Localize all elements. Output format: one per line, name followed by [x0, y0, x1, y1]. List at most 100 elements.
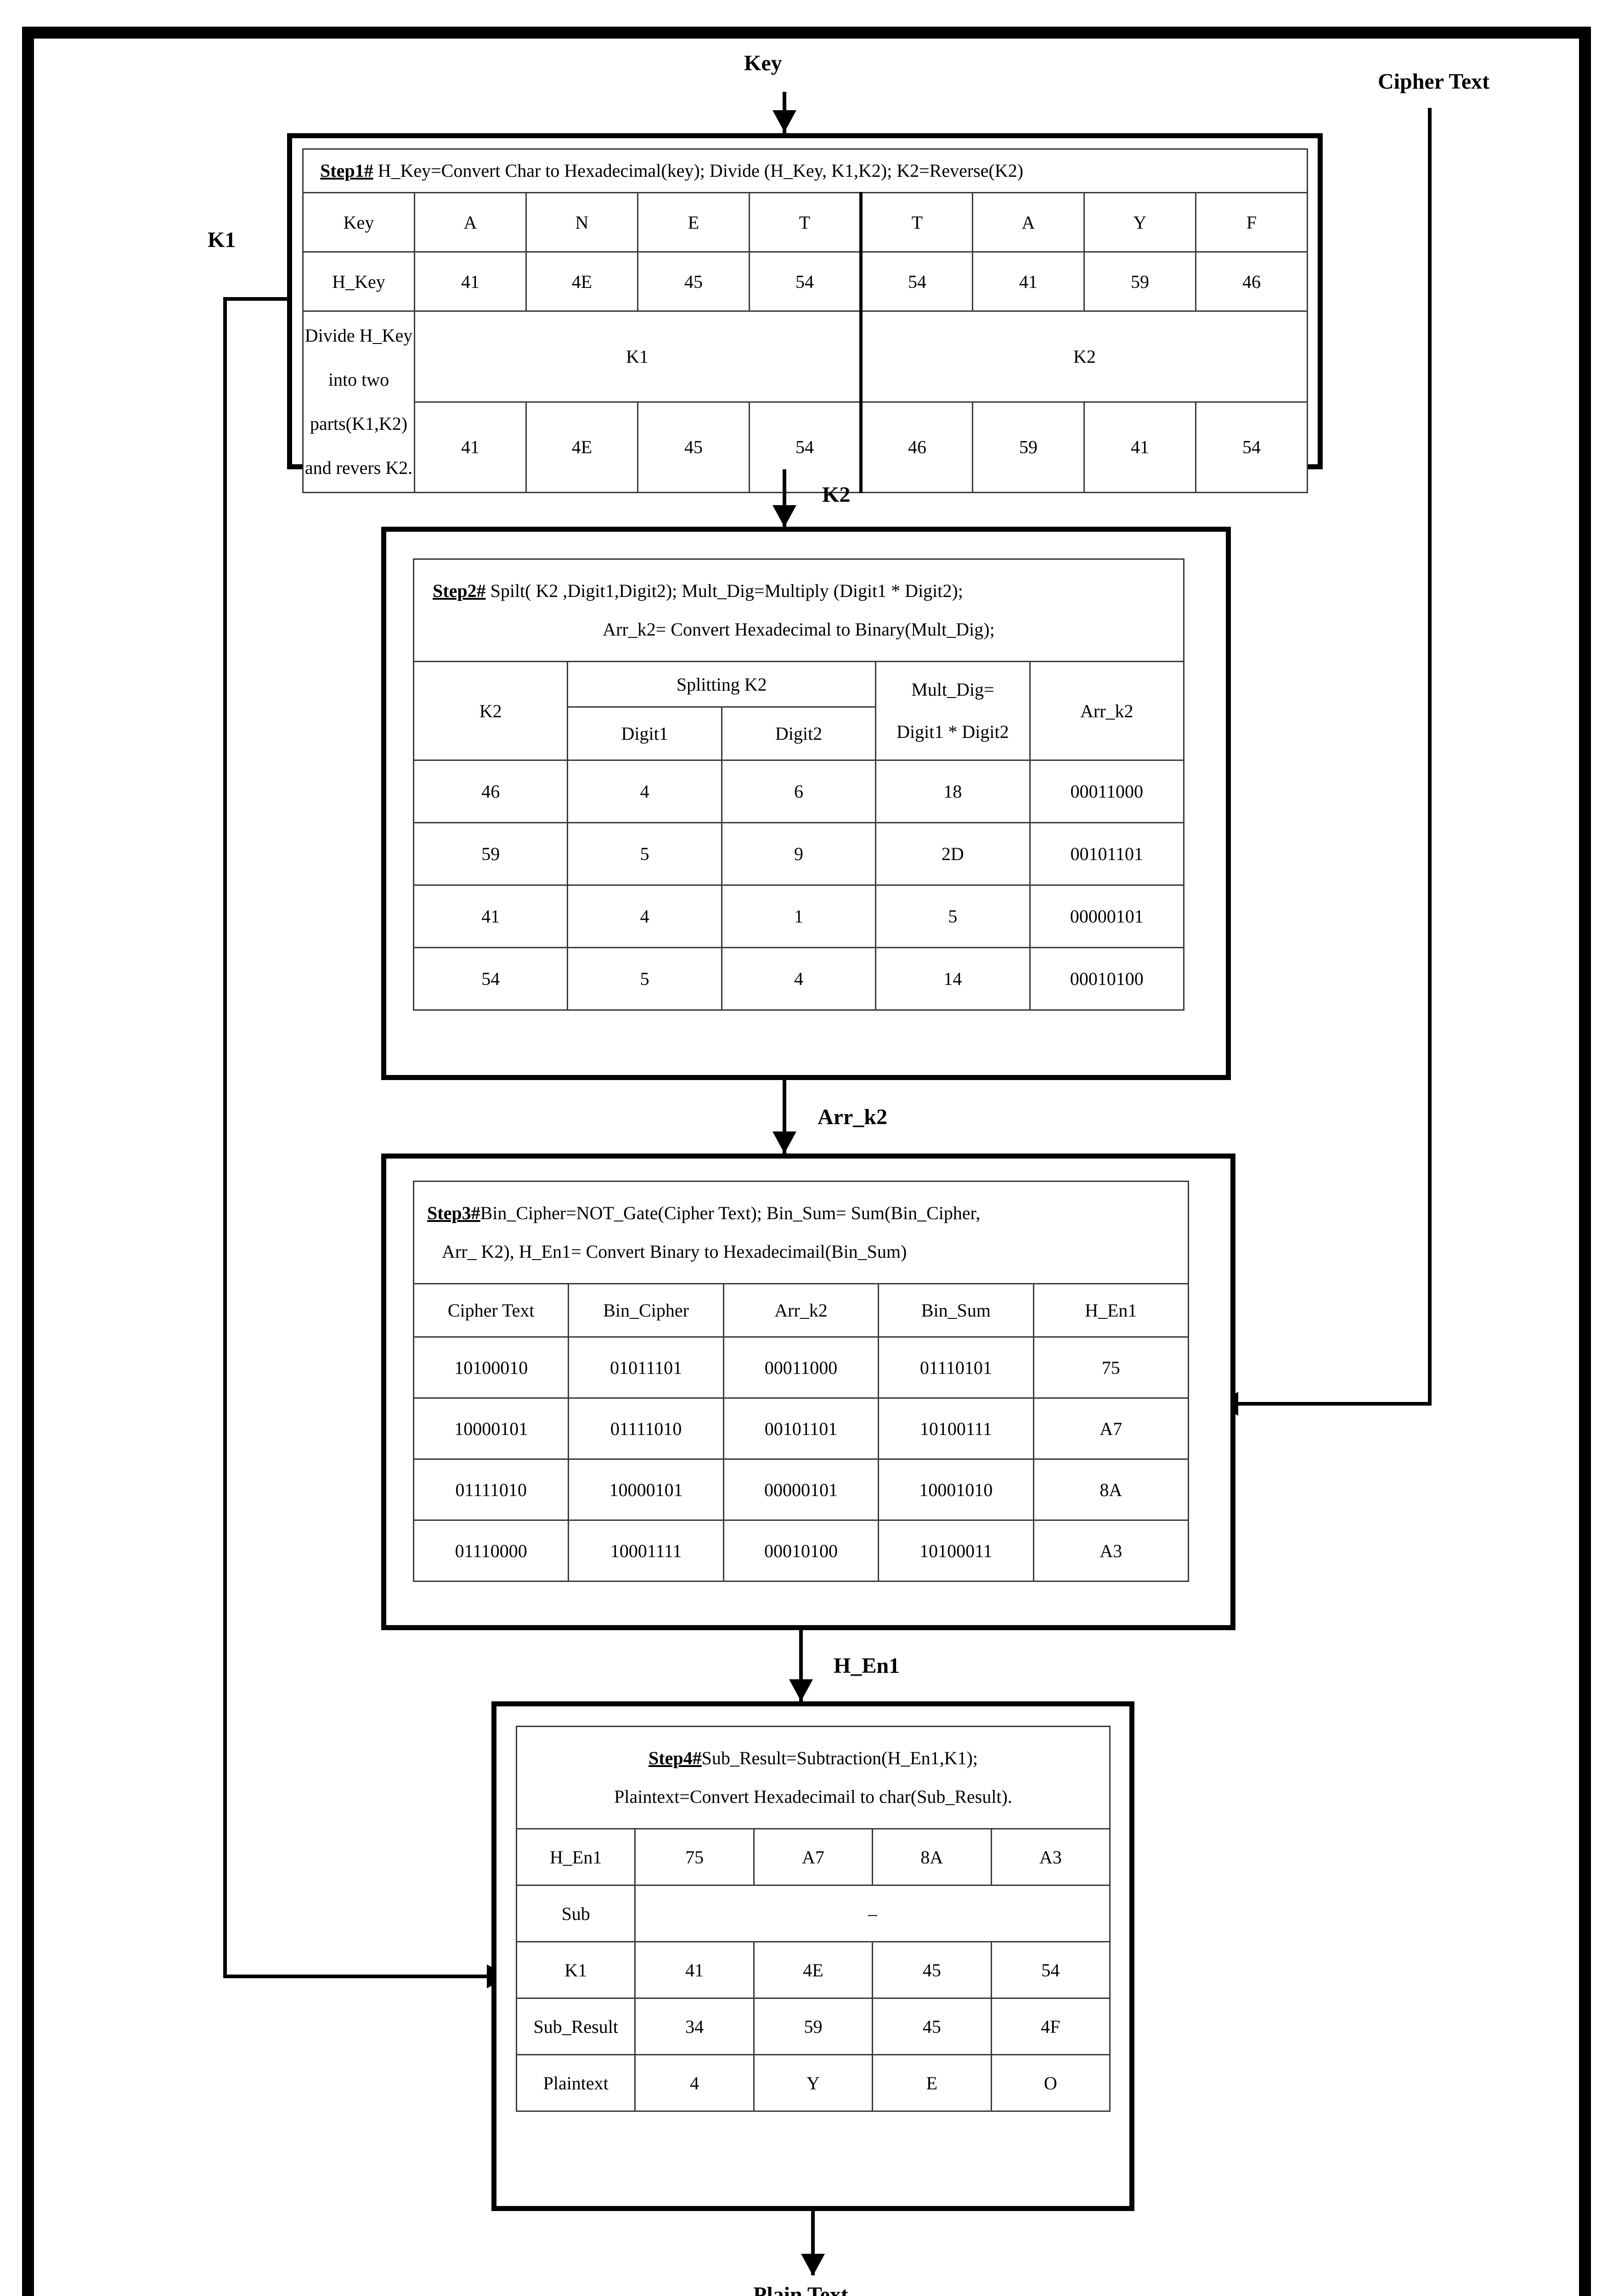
step2-header-line1: Step2# Spilt( K2 ,Digit1,Digit2); Mult_D… — [423, 572, 1174, 610]
step2-cell-digit2: 1 — [721, 884, 877, 948]
step4-cell-subresult: 59 — [753, 1998, 874, 2055]
step1-hkey-cell: 4E — [525, 251, 638, 312]
step2-header-text1: Spilt( K2 ,Digit1,Digit2); Mult_Dig=Mult… — [485, 580, 963, 601]
step2-col-splitting: Splitting K2 — [567, 661, 877, 708]
step3-cell: 00101101 — [722, 1397, 880, 1460]
step3-cell: 75 — [1032, 1336, 1190, 1399]
cipher-connector-line-vertical — [1428, 108, 1432, 1406]
key-arrow-head — [773, 110, 796, 132]
step1-hkey-row: H_Key 41 4E 45 54 54 41 59 46 — [302, 251, 1308, 312]
step4-cell-subresult: 4F — [990, 1998, 1111, 2055]
step2-header-row: Step2# Spilt( K2 ,Digit1,Digit2); Mult_D… — [413, 558, 1184, 662]
step2-col-digit1: Digit1 — [567, 706, 722, 761]
step1-hkey-cell: 41 — [972, 251, 1085, 312]
step3-cell: 01011101 — [568, 1336, 724, 1399]
step3-cell: 10100010 — [412, 1336, 570, 1399]
step4-cell-subresult: 45 — [872, 1998, 992, 2055]
step1-split-cell: 46 — [860, 401, 973, 493]
step1-key-cell: T — [860, 192, 973, 253]
step1-key-cell: Y — [1083, 192, 1196, 253]
step3-cell: 00011000 — [722, 1336, 880, 1399]
step3-cell: 01111010 — [412, 1458, 570, 1521]
step3-header-text1: Bin_Cipher=NOT_Gate(Cipher Text); Bin_Su… — [480, 1203, 981, 1223]
table-row: 46 4 6 18 00011000 — [412, 760, 1185, 823]
step4-cell-k1: 45 — [872, 1941, 992, 1999]
step4-header-text1: Sub_Result=Subtraction(H_En1,K1); — [701, 1748, 978, 1768]
step3-cell: 10000101 — [568, 1458, 724, 1521]
step2-cell-arr: 00010100 — [1029, 947, 1185, 1011]
step4-cell-subresult: 34 — [634, 1998, 755, 2055]
step4-row-label-plaintext: Plaintext — [515, 2054, 636, 2112]
k1-line-from-step1 — [223, 297, 287, 301]
step2-colhdr-row-2: Digit1 Digit2 — [414, 706, 1184, 761]
step2-colhdr-row-1: K2 Splitting K2 Mult_Dig= Digit1 * Digit… — [412, 661, 1185, 761]
step4-sub-row: Sub – — [515, 1885, 1111, 1942]
step4-header-line1: Step4#Sub_Result=Subtraction(H_En1,K1); — [524, 1739, 1103, 1778]
step3-cell: 00000101 — [722, 1458, 880, 1521]
step3-col-arrk2: Arr_k2 — [722, 1283, 880, 1338]
table-row: 59 5 9 2D 00101101 — [412, 822, 1185, 886]
plaintext-arrow-head — [801, 2254, 825, 2276]
step1-hkey-label: H_Key — [302, 251, 415, 312]
step4-table: Step4#Sub_Result=Subtraction(H_En1,K1); … — [515, 1726, 1111, 2112]
step1-key-label: Key — [302, 192, 415, 253]
step3-col-hen1: H_En1 — [1032, 1283, 1190, 1338]
step4-cell-plaintext: Y — [753, 2054, 874, 2112]
step2-col-mult-line1: Mult_Dig= — [911, 679, 994, 700]
step1-header-cell: Step1# H_Key=Convert Char to Hexadecimal… — [302, 148, 1308, 193]
step1-split-cell: 54 — [1195, 401, 1308, 493]
step3-header-cell: Step3#Bin_Cipher=NOT_Gate(Cipher Text); … — [413, 1181, 1189, 1284]
hen1-connector-line — [799, 1630, 803, 1701]
step2-tag: Step2# — [433, 580, 486, 601]
step1-split-cell: 45 — [637, 401, 750, 493]
step4-cell-hen1: A7 — [753, 1828, 874, 1886]
step1-split-cell: 41 — [414, 401, 527, 493]
step2-cell-mult: 5 — [875, 884, 1031, 948]
step3-cell: 00010100 — [722, 1519, 880, 1582]
step3-cell: 01110101 — [878, 1336, 1034, 1399]
step1-split-row: 41 4E 45 54 46 59 41 54 — [303, 401, 1308, 493]
step4-box: Step4#Sub_Result=Subtraction(H_En1,K1); … — [491, 1701, 1134, 2211]
cipher-text-input-label: Cipher Text — [1378, 69, 1490, 94]
step2-box: Step2# Spilt( K2 ,Digit1,Digit2); Mult_D… — [381, 527, 1231, 1080]
step3-table: Step3#Bin_Cipher=NOT_Gate(Cipher Text); … — [412, 1181, 1190, 1582]
step3-cell: 8A — [1032, 1458, 1190, 1521]
k2-arrow-head — [773, 505, 796, 527]
step1-split-cell: 41 — [1083, 401, 1196, 493]
step1-key-cell: A — [972, 192, 1085, 253]
step1-table: Step1# H_Key=Convert Char to Hexadecimal… — [302, 148, 1308, 493]
k1-line-vertical — [223, 297, 227, 1978]
step2-cell-arr: 00101101 — [1029, 822, 1185, 886]
arrk2-connector-line — [783, 1080, 786, 1154]
step2-table: Step2# Spilt( K2 ,Digit1,Digit2); Mult_D… — [412, 558, 1185, 1011]
step1-group-k2: K2 — [860, 310, 1308, 403]
step3-col-cipher: Cipher Text — [412, 1283, 570, 1338]
step3-cell: 10001010 — [878, 1458, 1034, 1521]
table-row: 01110000 10001111 00010100 10100011 A3 — [412, 1519, 1190, 1582]
step3-header-row: Step3#Bin_Cipher=NOT_Gate(Cipher Text); … — [413, 1181, 1189, 1284]
step1-tag: Step1# — [320, 160, 373, 181]
step1-divide-line1: Divide H_Key into two — [305, 325, 413, 390]
step1-hkey-cell: 45 — [637, 251, 750, 312]
step2-cell-digit1: 5 — [567, 947, 722, 1011]
step1-hkey-cell: 54 — [749, 251, 863, 312]
step4-cell-hen1: A3 — [990, 1828, 1111, 1886]
step4-header-cell: Step4#Sub_Result=Subtraction(H_En1,K1); … — [516, 1726, 1111, 1829]
step4-cell-plaintext: O — [990, 2054, 1111, 2112]
step4-tag: Step4# — [649, 1748, 702, 1768]
step2-col-k2: K2 — [412, 661, 569, 761]
key-input-label: Key — [744, 51, 782, 75]
step2-cell-k2: 59 — [412, 822, 569, 886]
step4-cell-k1: 41 — [634, 1941, 755, 1999]
step3-col-binsum: Bin_Sum — [878, 1283, 1034, 1338]
step3-header-line2: Arr_ K2), H_En1= Convert Binary to Hexad… — [442, 1241, 907, 1262]
step1-hkey-cell: 41 — [414, 251, 527, 312]
step1-hkey-cell: 59 — [1083, 251, 1196, 312]
step2-cell-digit2: 6 — [721, 760, 877, 823]
plain-text-output-label: Plain Text — [753, 2283, 848, 2296]
arrk2-arrow-head — [773, 1131, 796, 1154]
step4-plaintext-row: Plaintext 4 Y E O — [515, 2054, 1111, 2112]
step4-row-label-hen1: H_En1 — [515, 1828, 636, 1886]
step4-cell-k1: 4E — [753, 1941, 874, 1999]
